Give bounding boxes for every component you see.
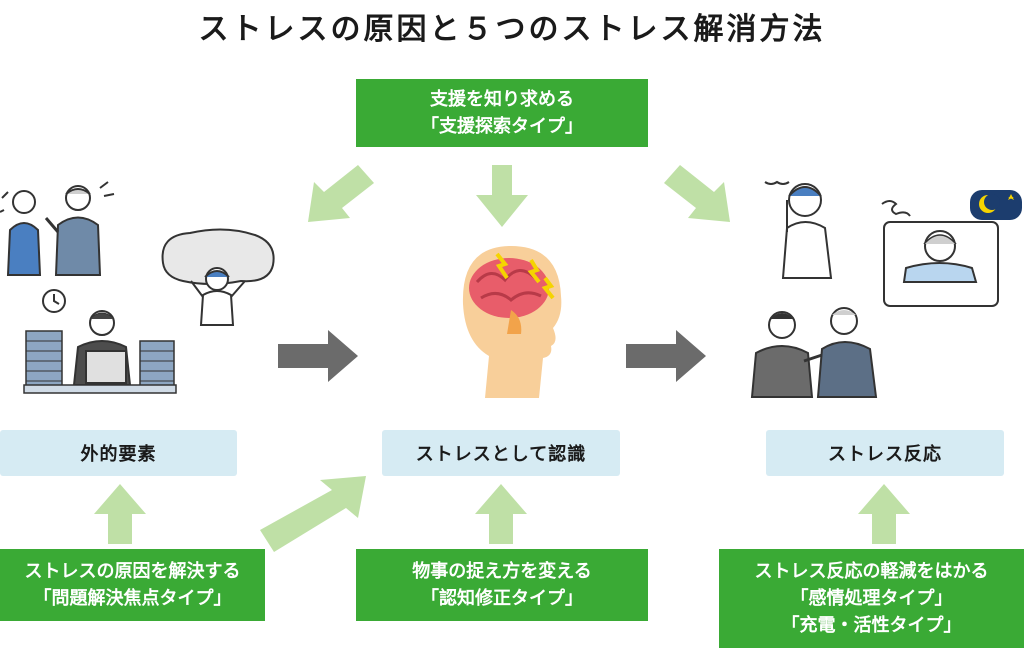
arrow-problem-to-recognition bbox=[260, 476, 366, 552]
support-seeking-line1: 支援を知り求める bbox=[430, 89, 574, 110]
cognitive-reframing-line2: 「認知修正タイプ」 bbox=[421, 588, 583, 609]
arrow-external-to-recognition bbox=[278, 330, 358, 382]
arrow-problem-to-external bbox=[94, 484, 146, 544]
problem-solving-line1: ストレスの原因を解決する bbox=[24, 561, 241, 582]
support-seeking-line2: 「支援探索タイプ」 bbox=[421, 116, 583, 137]
headache-woman-icon bbox=[764, 180, 833, 279]
depressed-colleagues-icon bbox=[750, 307, 878, 398]
stressed-brain-head-icon bbox=[462, 246, 562, 398]
arrow-relief-to-reaction bbox=[858, 484, 910, 544]
arrow-support-to-external bbox=[308, 165, 374, 222]
cognitive-reframing-line1: 物事の捉え方を変える bbox=[412, 561, 592, 582]
page-title: ストレスの原因と５つのストレス解消方法 bbox=[198, 12, 826, 47]
reaction-relief-line1: ストレス反応の軽減をはかる bbox=[754, 561, 989, 582]
arrow-support-to-reaction bbox=[664, 165, 730, 222]
reaction-relief-line3: 「充電・活性タイプ」 bbox=[781, 615, 962, 636]
external-factor-box: 外的要素 bbox=[0, 430, 237, 476]
stress-recognition-box: ストレスとして認識 bbox=[382, 430, 620, 476]
problem-solving-line2: 「問題解決焦点タイプ」 bbox=[33, 588, 232, 609]
insomnia-bed-icon bbox=[881, 190, 1022, 307]
cognitive-reframing-box: 物事の捉え方を変える 「認知修正タイプ」 bbox=[356, 549, 648, 621]
support-seeking-box: 支援を知り求める 「支援探索タイプ」 bbox=[356, 79, 648, 147]
problem-solving-box: ストレスの原因を解決する 「問題解決焦点タイプ」 bbox=[0, 549, 265, 621]
arrow-reframe-to-recognition bbox=[475, 484, 527, 544]
scolding-boss-icon bbox=[0, 181, 115, 276]
arrow-recognition-to-reaction bbox=[626, 330, 706, 382]
arrow-support-to-recognition bbox=[476, 165, 528, 227]
reaction-relief-line2: 「感情処理タイプ」 bbox=[790, 588, 953, 609]
overworked-office-worker-icon bbox=[23, 289, 177, 394]
stress-reaction-box: ストレス反応 bbox=[766, 430, 1004, 476]
reaction-relief-box: ストレス反応の軽減をはかる 「感情処理タイプ」 「充電・活性タイプ」 bbox=[719, 549, 1024, 648]
heavy-rock-burden-icon bbox=[161, 228, 275, 326]
